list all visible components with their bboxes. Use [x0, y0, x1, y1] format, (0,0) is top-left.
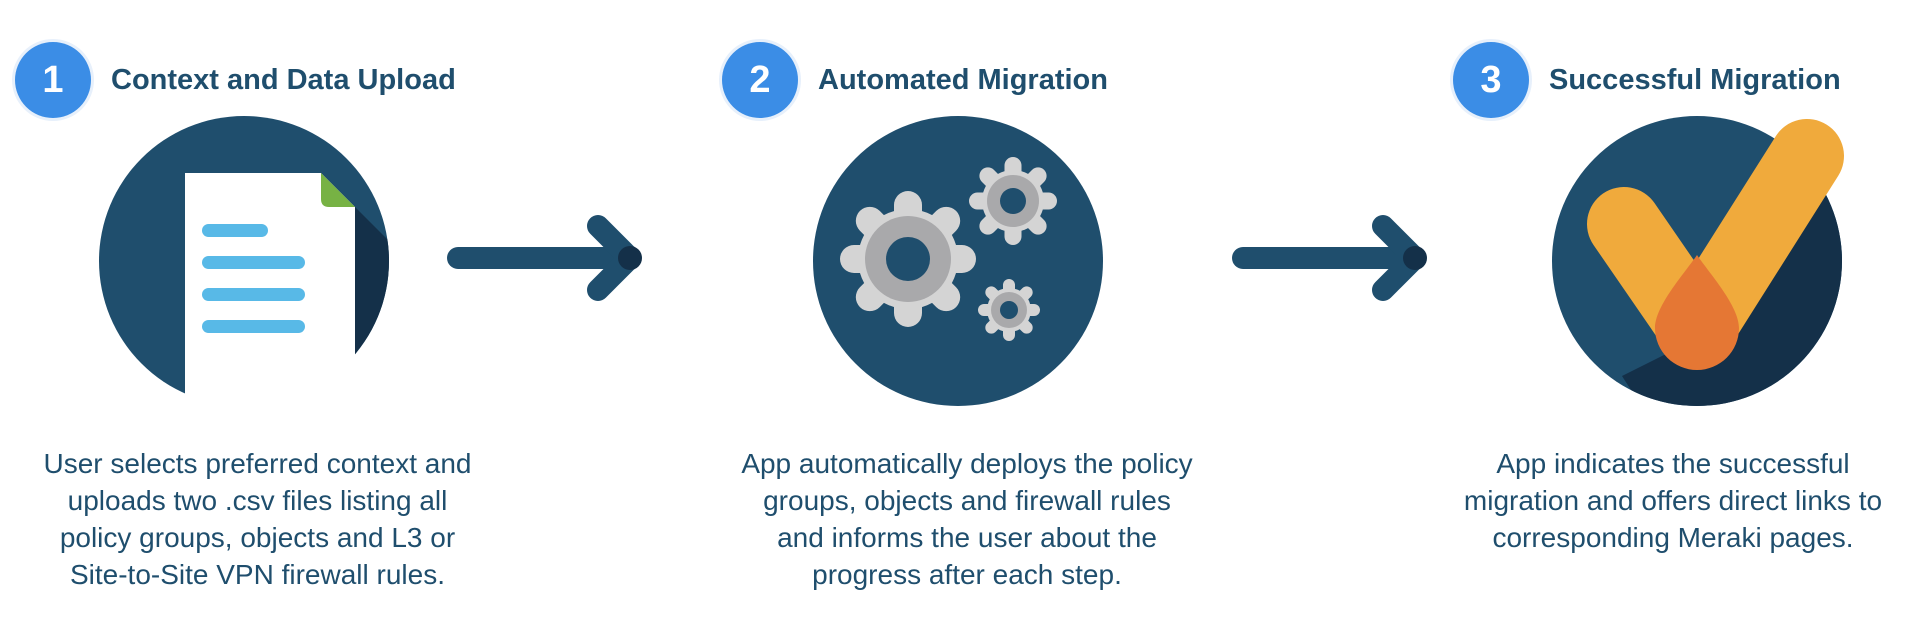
step-2-description-line: progress after each step.	[812, 559, 1122, 590]
step-2-title: Automated Migration	[818, 63, 1108, 96]
step-3-title: Successful Migration	[1549, 63, 1841, 96]
step-3-header: 3 Successful Migration	[1453, 42, 1841, 118]
checkmark-icon	[1552, 116, 1844, 406]
step-2-description-line: groups, objects and firewall rules	[763, 485, 1171, 516]
step-1-badge: 1	[15, 42, 91, 118]
step-3-badge: 3	[1453, 42, 1529, 118]
step-1-description-line: policy groups, objects and L3 or	[59, 522, 456, 553]
step-1-description-line: Site-to-Site VPN firewall rules.	[69, 559, 445, 590]
step-2-header: 2 Automated Migration	[722, 42, 1108, 118]
step-3-description: App indicates the successful migration a…	[1438, 445, 1908, 556]
arrow-right-icon	[1232, 215, 1427, 301]
gears-icon	[813, 116, 1103, 406]
step-1-description-line: User selects preferred context and	[43, 448, 472, 479]
step-1-description-line: uploads two .csv files listing all	[67, 485, 448, 516]
arrow-right-icon	[447, 215, 642, 301]
step-3-description-line: App indicates the successful	[1496, 448, 1850, 479]
step-1-title: Context and Data Upload	[111, 63, 456, 96]
step-1-description: User selects preferred context and uploa…	[20, 445, 495, 593]
document-icon	[99, 116, 389, 455]
step-3-description-line: corresponding Meraki pages.	[1492, 522, 1854, 553]
step-2-description: App automatically deploys the policy gro…	[716, 445, 1218, 593]
step-2-description-line: App automatically deploys the policy	[741, 448, 1193, 479]
step-2-badge: 2	[722, 42, 798, 118]
step-3-description-line: migration and offers direct links to	[1463, 485, 1883, 516]
step-2-description-line: and informs the user about the	[777, 522, 1157, 553]
step-1-header: 1 Context and Data Upload	[15, 42, 456, 118]
